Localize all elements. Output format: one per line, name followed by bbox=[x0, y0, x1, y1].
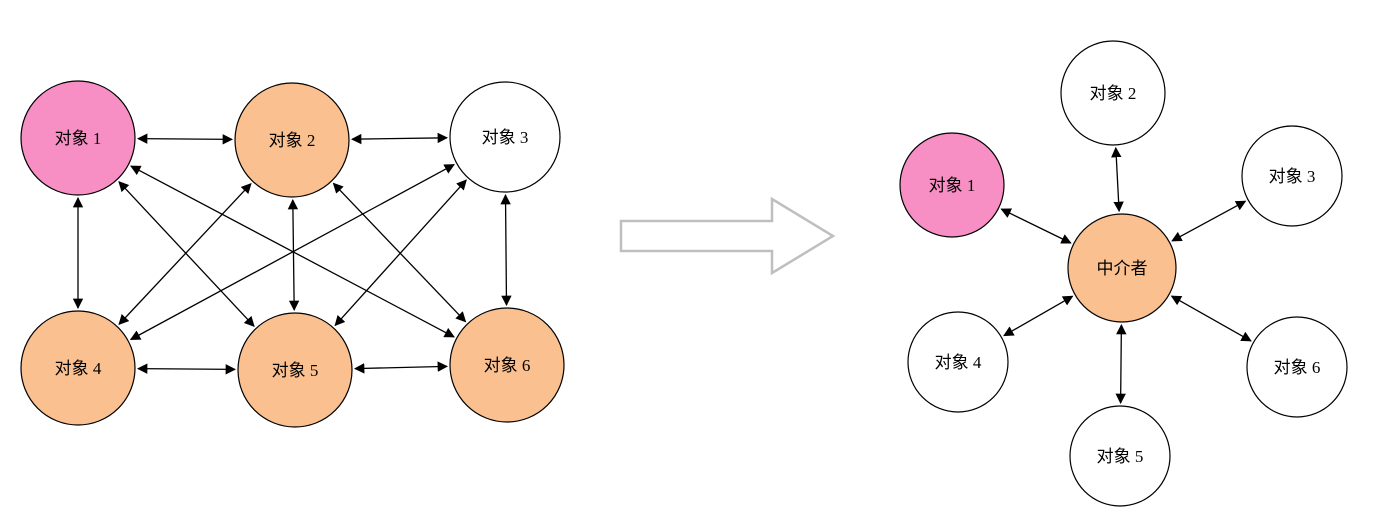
node-label-R3: 对象 3 bbox=[1269, 167, 1316, 186]
right-graph: 中介者 对象 1 对象 2 对象 3 对象 4 对象 5 对象 6 bbox=[899, 40, 1348, 507]
edge-L1-L2 bbox=[136, 133, 234, 145]
edge-R6-M bbox=[1170, 295, 1252, 342]
node-circle-L2 bbox=[234, 82, 350, 198]
node-circle-L6 bbox=[449, 307, 565, 423]
transform-arrow-icon bbox=[619, 196, 836, 276]
edge-L2-L5 bbox=[287, 198, 300, 312]
transform-arrow-group bbox=[619, 196, 836, 276]
edge-L2-L3 bbox=[350, 132, 449, 145]
node-label-R6: 对象 6 bbox=[1274, 358, 1321, 377]
edge-L3-L6 bbox=[500, 193, 512, 307]
node-R1: 对象 1 bbox=[899, 132, 1005, 238]
edge-R2-M bbox=[1111, 146, 1124, 213]
node-circle-L4 bbox=[20, 310, 136, 426]
edge-R5-M bbox=[1115, 323, 1127, 405]
node-label-R4: 对象 4 bbox=[935, 353, 982, 372]
node-R3: 对象 3 bbox=[1241, 125, 1343, 227]
edge-L2-L6 bbox=[332, 182, 467, 323]
node-circle-L5 bbox=[237, 312, 353, 428]
node-label-M: 中介者 bbox=[1097, 259, 1148, 278]
edge-L1-L5 bbox=[118, 181, 255, 327]
node-label-R5: 对象 5 bbox=[1097, 447, 1144, 466]
node-circle-M bbox=[1067, 213, 1177, 323]
node-L1: 对象 1 bbox=[20, 80, 136, 196]
edge-L4-L5 bbox=[136, 363, 237, 375]
node-L3: 对象 3 bbox=[449, 81, 561, 193]
edge-R4-M bbox=[1003, 295, 1074, 337]
edge-R3-M bbox=[1171, 200, 1247, 242]
node-R6: 对象 6 bbox=[1246, 316, 1348, 418]
node-circle-R5 bbox=[1069, 405, 1171, 507]
edge-L2-L4 bbox=[118, 182, 252, 326]
node-L5: 对象 5 bbox=[237, 312, 353, 428]
node-L4: 对象 4 bbox=[20, 310, 136, 426]
node-label-L5: 对象 5 bbox=[272, 361, 319, 380]
node-L2: 对象 2 bbox=[234, 82, 350, 198]
node-label-L3: 对象 3 bbox=[482, 128, 529, 147]
node-R5: 对象 5 bbox=[1069, 405, 1171, 507]
node-label-L6: 对象 6 bbox=[484, 356, 531, 375]
node-circle-R1 bbox=[899, 132, 1005, 238]
node-circle-L1 bbox=[20, 80, 136, 196]
node-circle-R4 bbox=[907, 311, 1009, 413]
node-circle-L3 bbox=[449, 81, 561, 193]
node-circle-R3 bbox=[1241, 125, 1343, 227]
edge-L3-L5 bbox=[334, 179, 467, 327]
node-label-R2: 对象 2 bbox=[1090, 84, 1137, 103]
edge-L5-L6 bbox=[353, 361, 449, 374]
node-label-R1: 对象 1 bbox=[929, 176, 976, 195]
node-R4: 对象 4 bbox=[907, 311, 1009, 413]
node-R2: 对象 2 bbox=[1060, 40, 1166, 146]
node-label-L2: 对象 2 bbox=[269, 131, 316, 150]
edge-R1-M bbox=[1000, 208, 1072, 244]
edge-L3-L4 bbox=[129, 164, 455, 341]
node-circle-R2 bbox=[1060, 40, 1166, 146]
left-graph: 对象 1 对象 2 对象 3 对象 4 对象 5 对象 6 bbox=[20, 80, 565, 428]
node-circle-R6 bbox=[1246, 316, 1348, 418]
node-M: 中介者 bbox=[1067, 213, 1177, 323]
node-label-L1: 对象 1 bbox=[55, 129, 102, 148]
node-label-L4: 对象 4 bbox=[55, 359, 102, 378]
node-L6: 对象 6 bbox=[449, 307, 565, 423]
